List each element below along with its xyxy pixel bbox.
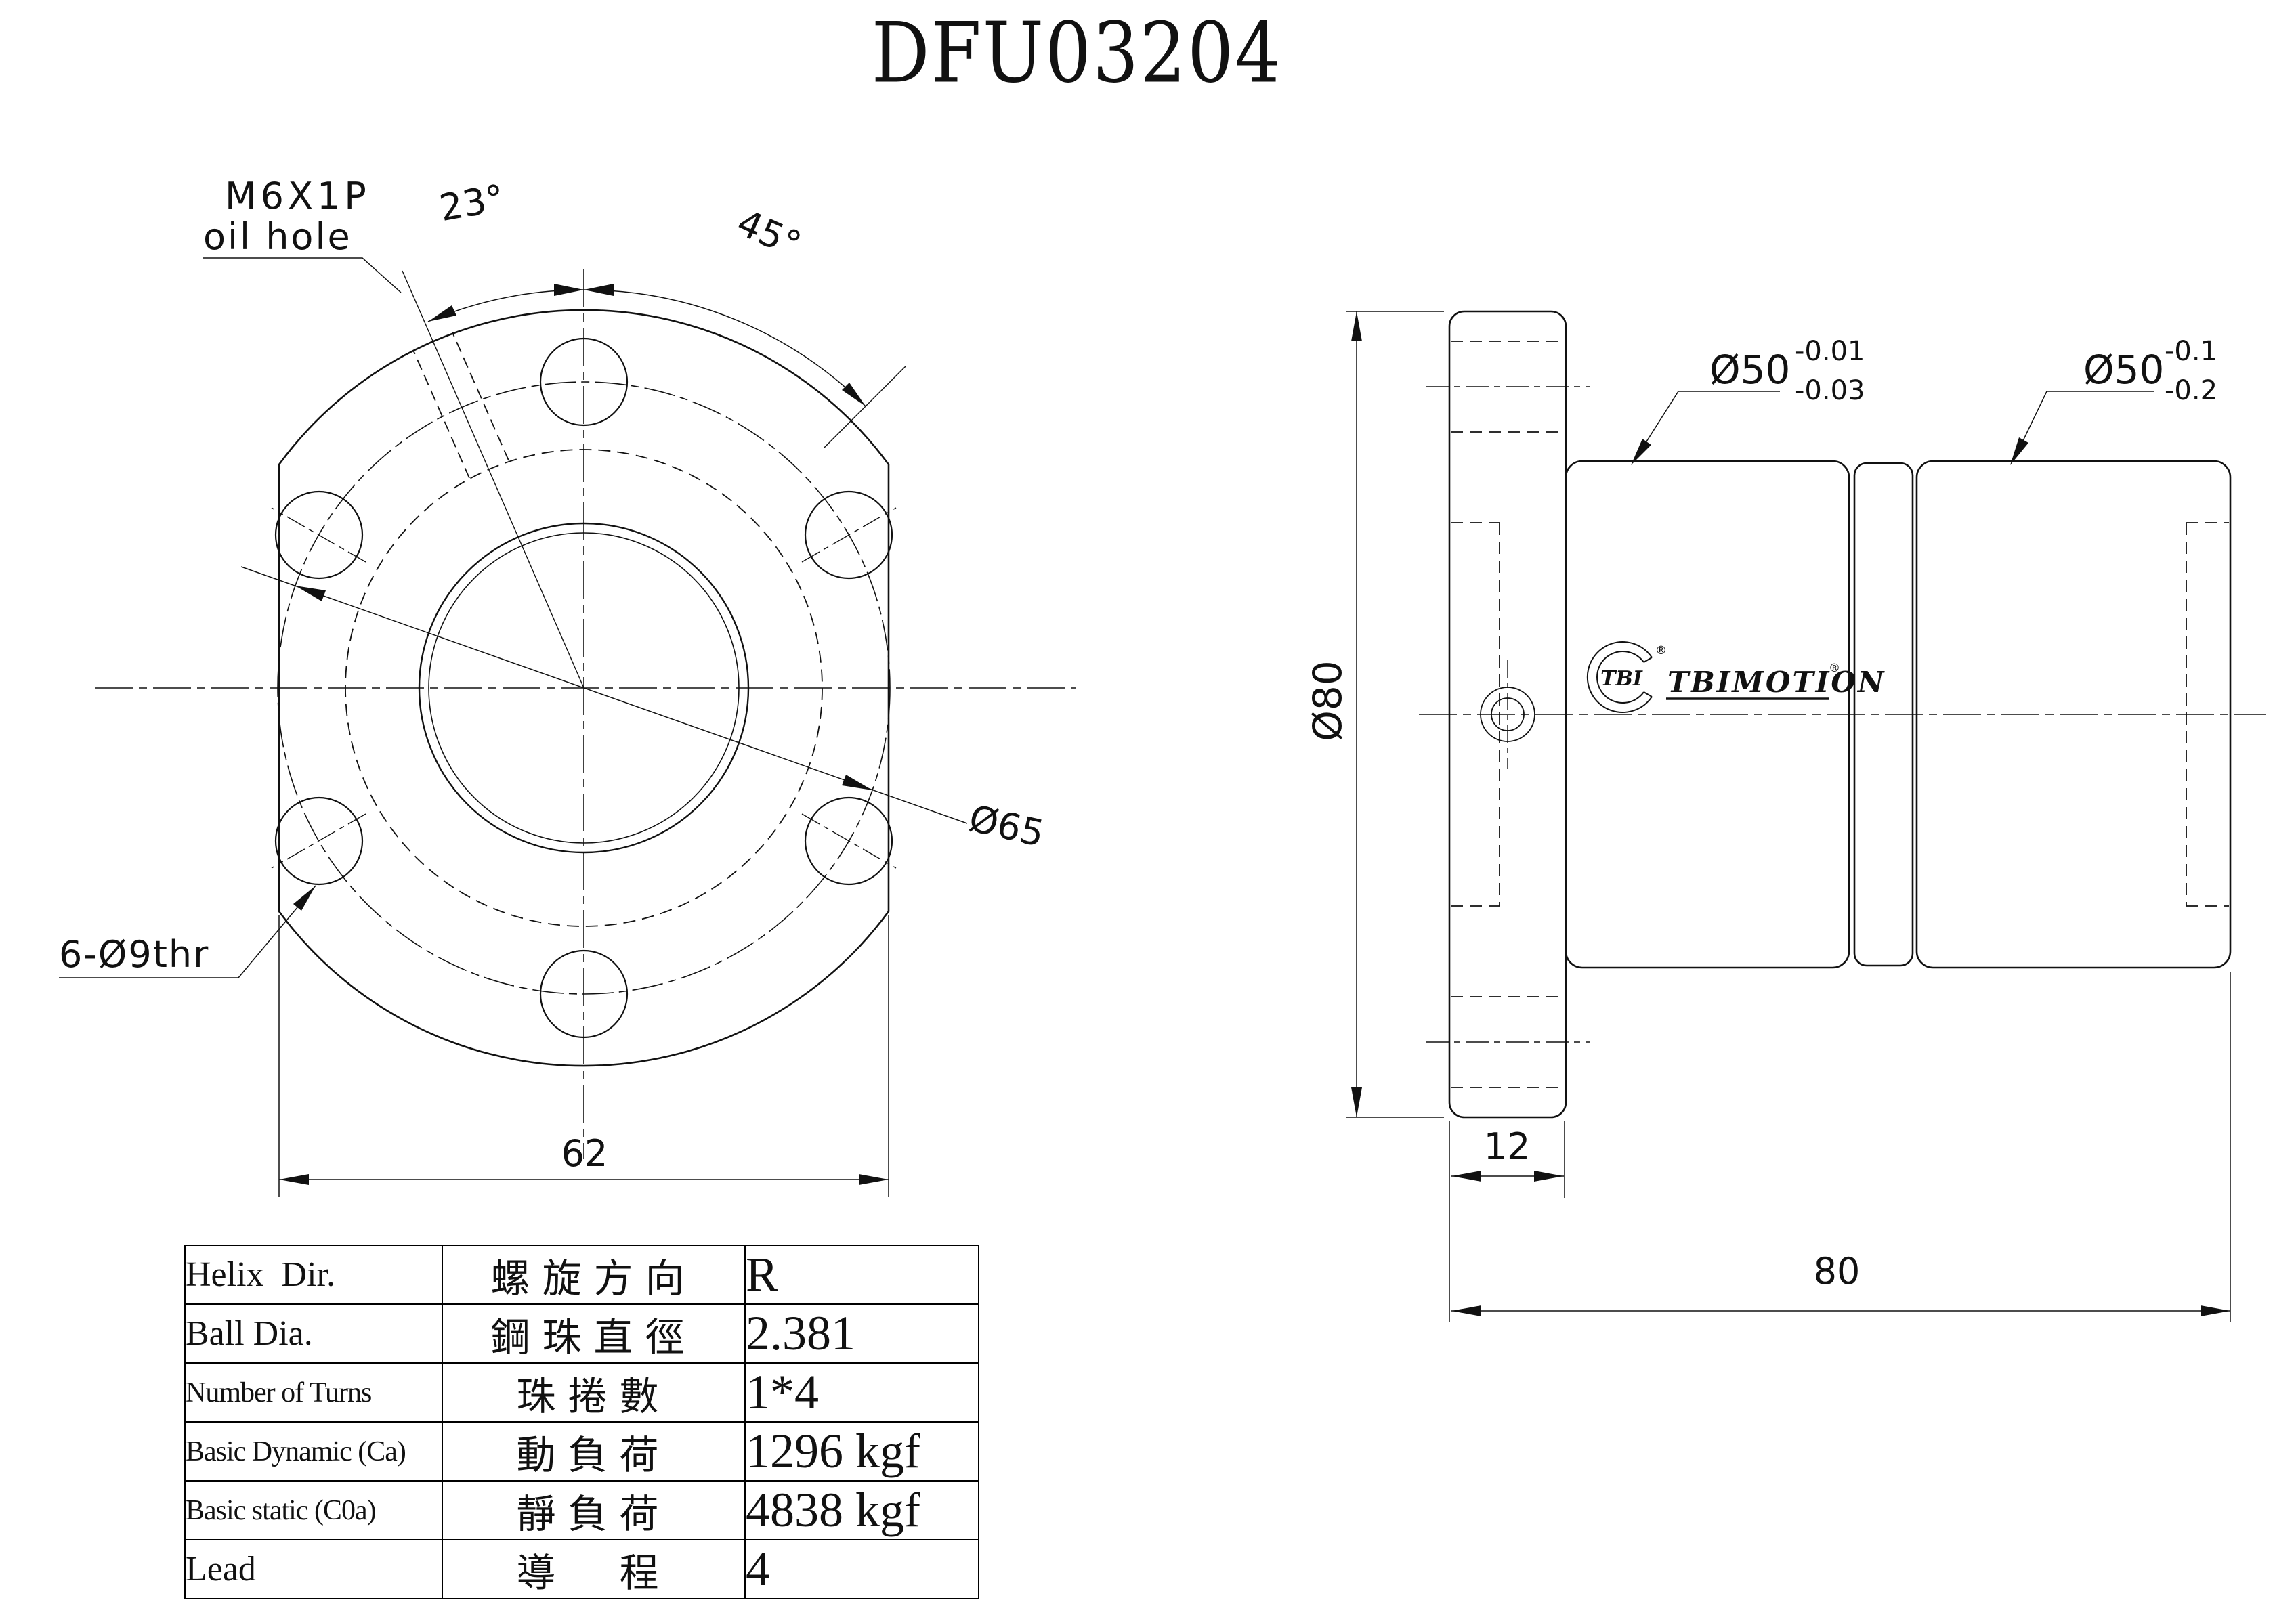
oil-hole-axis [402, 270, 584, 689]
table-row: Basic static (C0a) 靜負荷 4838 kgf [184, 1480, 979, 1540]
flange-outline [278, 309, 890, 1067]
body2-dia-label: Ø50 [2083, 347, 2164, 393]
dim-62 [278, 915, 889, 1197]
spec-value: R [744, 1245, 979, 1305]
arrowhead [584, 284, 614, 296]
spec-label-en: Ball Dia. [184, 1303, 443, 1364]
table-row: Lead 導 程 4 [184, 1539, 979, 1599]
arrowhead [842, 775, 872, 790]
oil-hole-text-label: oil hole [203, 215, 352, 258]
arrowhead [842, 383, 866, 406]
bolt-holes-leader [59, 885, 316, 978]
angle-45-label: 45° [731, 201, 807, 266]
angle-45-arc [583, 289, 866, 407]
spec-label-en: Lead [184, 1539, 443, 1599]
dim-80 [1451, 972, 2231, 1322]
bolt-hole [274, 796, 364, 886]
body2-dia-leader [2012, 391, 2154, 462]
dim-dia80 [1346, 311, 1444, 1118]
table-row: Number of Turns 珠捲數 1*4 [184, 1362, 979, 1423]
bolt-hole [274, 490, 364, 580]
spec-value: 2.381 [744, 1303, 979, 1364]
oil-hole-spec-label: M6X1P [225, 175, 370, 217]
table-row: Basic Dynamic (Ca) 動負荷 1296 kgf [184, 1421, 979, 1482]
dim-80-label: 80 [1814, 1250, 1861, 1293]
spec-value: 1296 kgf [744, 1421, 979, 1482]
arrowhead [2201, 1305, 2230, 1316]
table-row: Helix Dir. 螺旋方向 R [184, 1245, 979, 1305]
table-row: Ball Dia. 鋼珠直徑 2.381 [184, 1303, 979, 1364]
body1-tol-upper: -0.01 [1795, 336, 1865, 367]
dim-12-label: 12 [1484, 1125, 1531, 1168]
dim-62-label: 62 [561, 1132, 608, 1175]
tbi-brand-text: TBIMOTION [1667, 666, 1886, 699]
spec-value: 4838 kgf [744, 1480, 979, 1540]
body1-dia-label: Ø50 [1709, 347, 1790, 393]
flange-bolt-hidden-lines [1451, 341, 1565, 1088]
spec-label-en: Basic static (C0a) [184, 1480, 443, 1540]
arrowhead [859, 1174, 889, 1185]
arrowhead [1451, 1171, 1481, 1182]
spec-table: Helix Dir. 螺旋方向 R Ball Dia. 鋼珠直徑 2.381 N… [184, 1245, 979, 1599]
angle-23-label: 23° [436, 176, 507, 230]
spec-label-zh: 導 程 [442, 1539, 746, 1599]
tbi-logo-mark [1586, 641, 1829, 713]
spec-value: 1*4 [744, 1362, 979, 1423]
arrowhead [295, 586, 326, 601]
spec-label-en: Basic Dynamic (Ca) [184, 1421, 443, 1482]
arrowhead [2010, 437, 2028, 465]
spec-label-zh: 鋼珠直徑 [442, 1303, 746, 1364]
spec-label-zh: 螺旋方向 [442, 1245, 746, 1305]
arrowhead [428, 305, 456, 322]
bolt-circle-dia-label: Ø65 [965, 797, 1048, 855]
side-view [1346, 310, 2266, 1322]
spec-value: 4 [744, 1539, 979, 1599]
arrowhead [293, 886, 316, 911]
bolt-hole-centerlines [271, 507, 897, 869]
bolt-hole [804, 796, 893, 886]
tbi-monogram-text: TBI [1600, 667, 1643, 691]
arrowhead [1351, 311, 1362, 341]
body1-dia-leader [1633, 391, 1780, 462]
flange-dia-label: Ø80 [1304, 660, 1351, 741]
oil-hole-leader [203, 257, 402, 293]
bolt-holes-label: 6-Ø9thr [59, 933, 209, 976]
arrowhead [1534, 1171, 1564, 1182]
spec-label-en: Helix Dir. [184, 1245, 443, 1305]
oil-hole-hidden-walls [412, 332, 509, 479]
spec-label-zh: 靜負荷 [442, 1480, 746, 1540]
body2-tol-lower: -0.2 [2165, 375, 2217, 406]
arrowhead [554, 284, 584, 296]
arrowhead [279, 1174, 309, 1185]
spec-label-zh: 珠捲數 [442, 1362, 746, 1423]
front-view [59, 257, 1076, 1197]
spec-label-zh: 動負荷 [442, 1421, 746, 1482]
spec-label-en: Number of Turns [184, 1362, 443, 1423]
body1-tol-lower: -0.03 [1795, 375, 1865, 406]
bolt-hole [804, 490, 893, 580]
arrowhead [1451, 1305, 1481, 1316]
arrowhead [1351, 1087, 1362, 1117]
flange-bolt-centerlines [1426, 386, 1590, 1043]
drawing-title: DFU03204 [871, 4, 1283, 102]
body2-tol-upper: -0.1 [2165, 336, 2217, 367]
radial-45-line [823, 366, 906, 449]
tbi-registered-icon: ® [1655, 644, 1667, 657]
arrowhead [1631, 439, 1651, 465]
brand-registered-icon: ® [1829, 662, 1840, 675]
